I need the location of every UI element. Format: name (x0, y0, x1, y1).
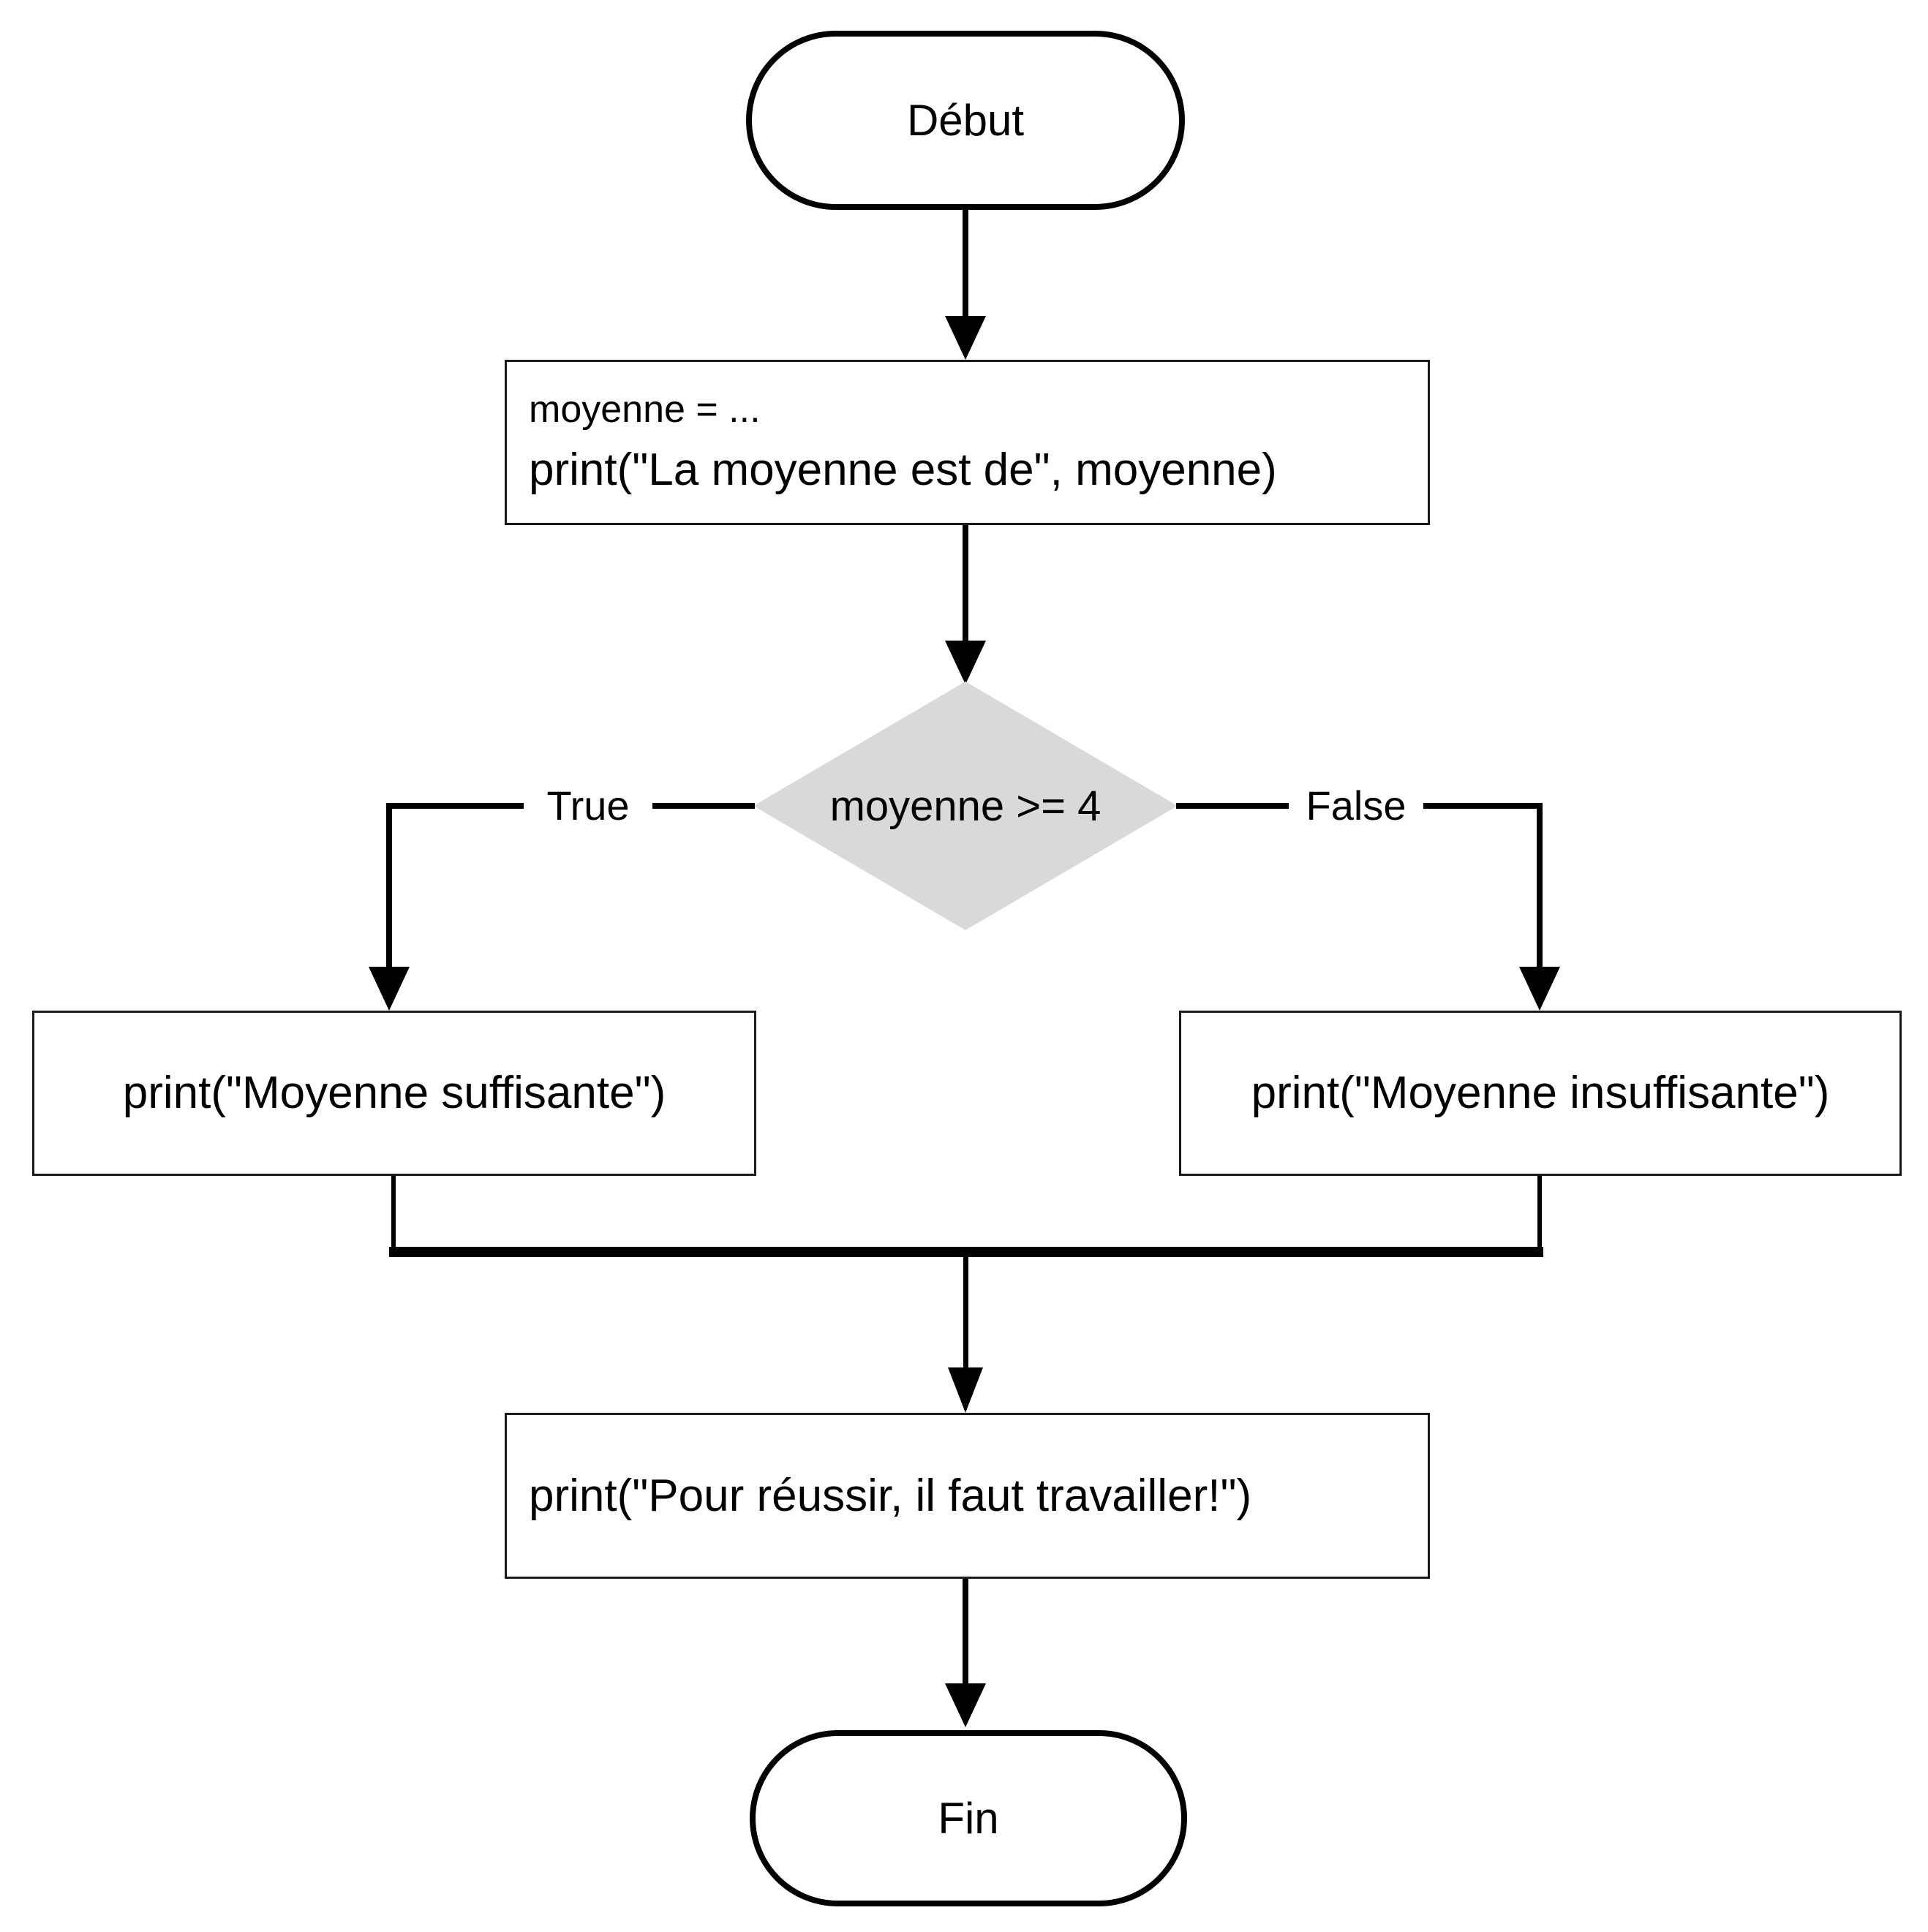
edge-final-end-arrowhead-icon (945, 1683, 986, 1727)
end-node-label: Fin (938, 1794, 999, 1843)
init-node-line1: moyenne = ... (529, 388, 761, 431)
end-node: Fin (750, 1730, 1187, 1906)
edge-start-init-arrowhead-icon (945, 316, 986, 360)
edge-true-vline (386, 803, 392, 968)
merge-bar (389, 1247, 1543, 1257)
edge-start-init-stem (963, 208, 968, 318)
final-node: print("Pour réussir, il faut travailler!… (505, 1413, 1430, 1579)
true-branch-node: print("Moyenne suffisante") (32, 1011, 756, 1176)
edge-final-end-stem (963, 1579, 968, 1685)
true-branch-node-label: print("Moyenne suffisante") (122, 1068, 666, 1119)
merge-right-stub (1537, 1176, 1542, 1252)
edge-true-arrowhead-icon (369, 967, 410, 1011)
decision-node: moyenne >= 4 (753, 682, 1178, 930)
edge-init-decision-arrowhead-icon (945, 641, 986, 684)
init-node: moyenne = ... print("La moyenne est de",… (505, 360, 1430, 525)
edge-false-arrowhead-icon (1519, 967, 1560, 1011)
edge-true-label: True (524, 782, 652, 829)
edge-init-decision-stem (963, 525, 968, 642)
merge-left-stub (391, 1176, 396, 1252)
start-node-label: Début (906, 96, 1025, 145)
final-node-label: print("Pour réussir, il faut travailler!… (529, 1470, 1252, 1521)
edge-merge-final-arrowhead-icon (948, 1367, 983, 1413)
decision-node-label: moyenne >= 4 (829, 782, 1102, 830)
edge-merge-final-stem (963, 1257, 968, 1369)
init-node-line2: print("La moyenne est de", moyenne) (529, 445, 1277, 496)
false-branch-node: print("Moyenne insuffisante") (1179, 1011, 1902, 1176)
edge-false-vline (1537, 803, 1543, 968)
false-branch-node-label: print("Moyenne insuffisante") (1251, 1068, 1830, 1119)
start-node: Début (746, 31, 1185, 210)
edge-false-label: False (1289, 782, 1423, 829)
